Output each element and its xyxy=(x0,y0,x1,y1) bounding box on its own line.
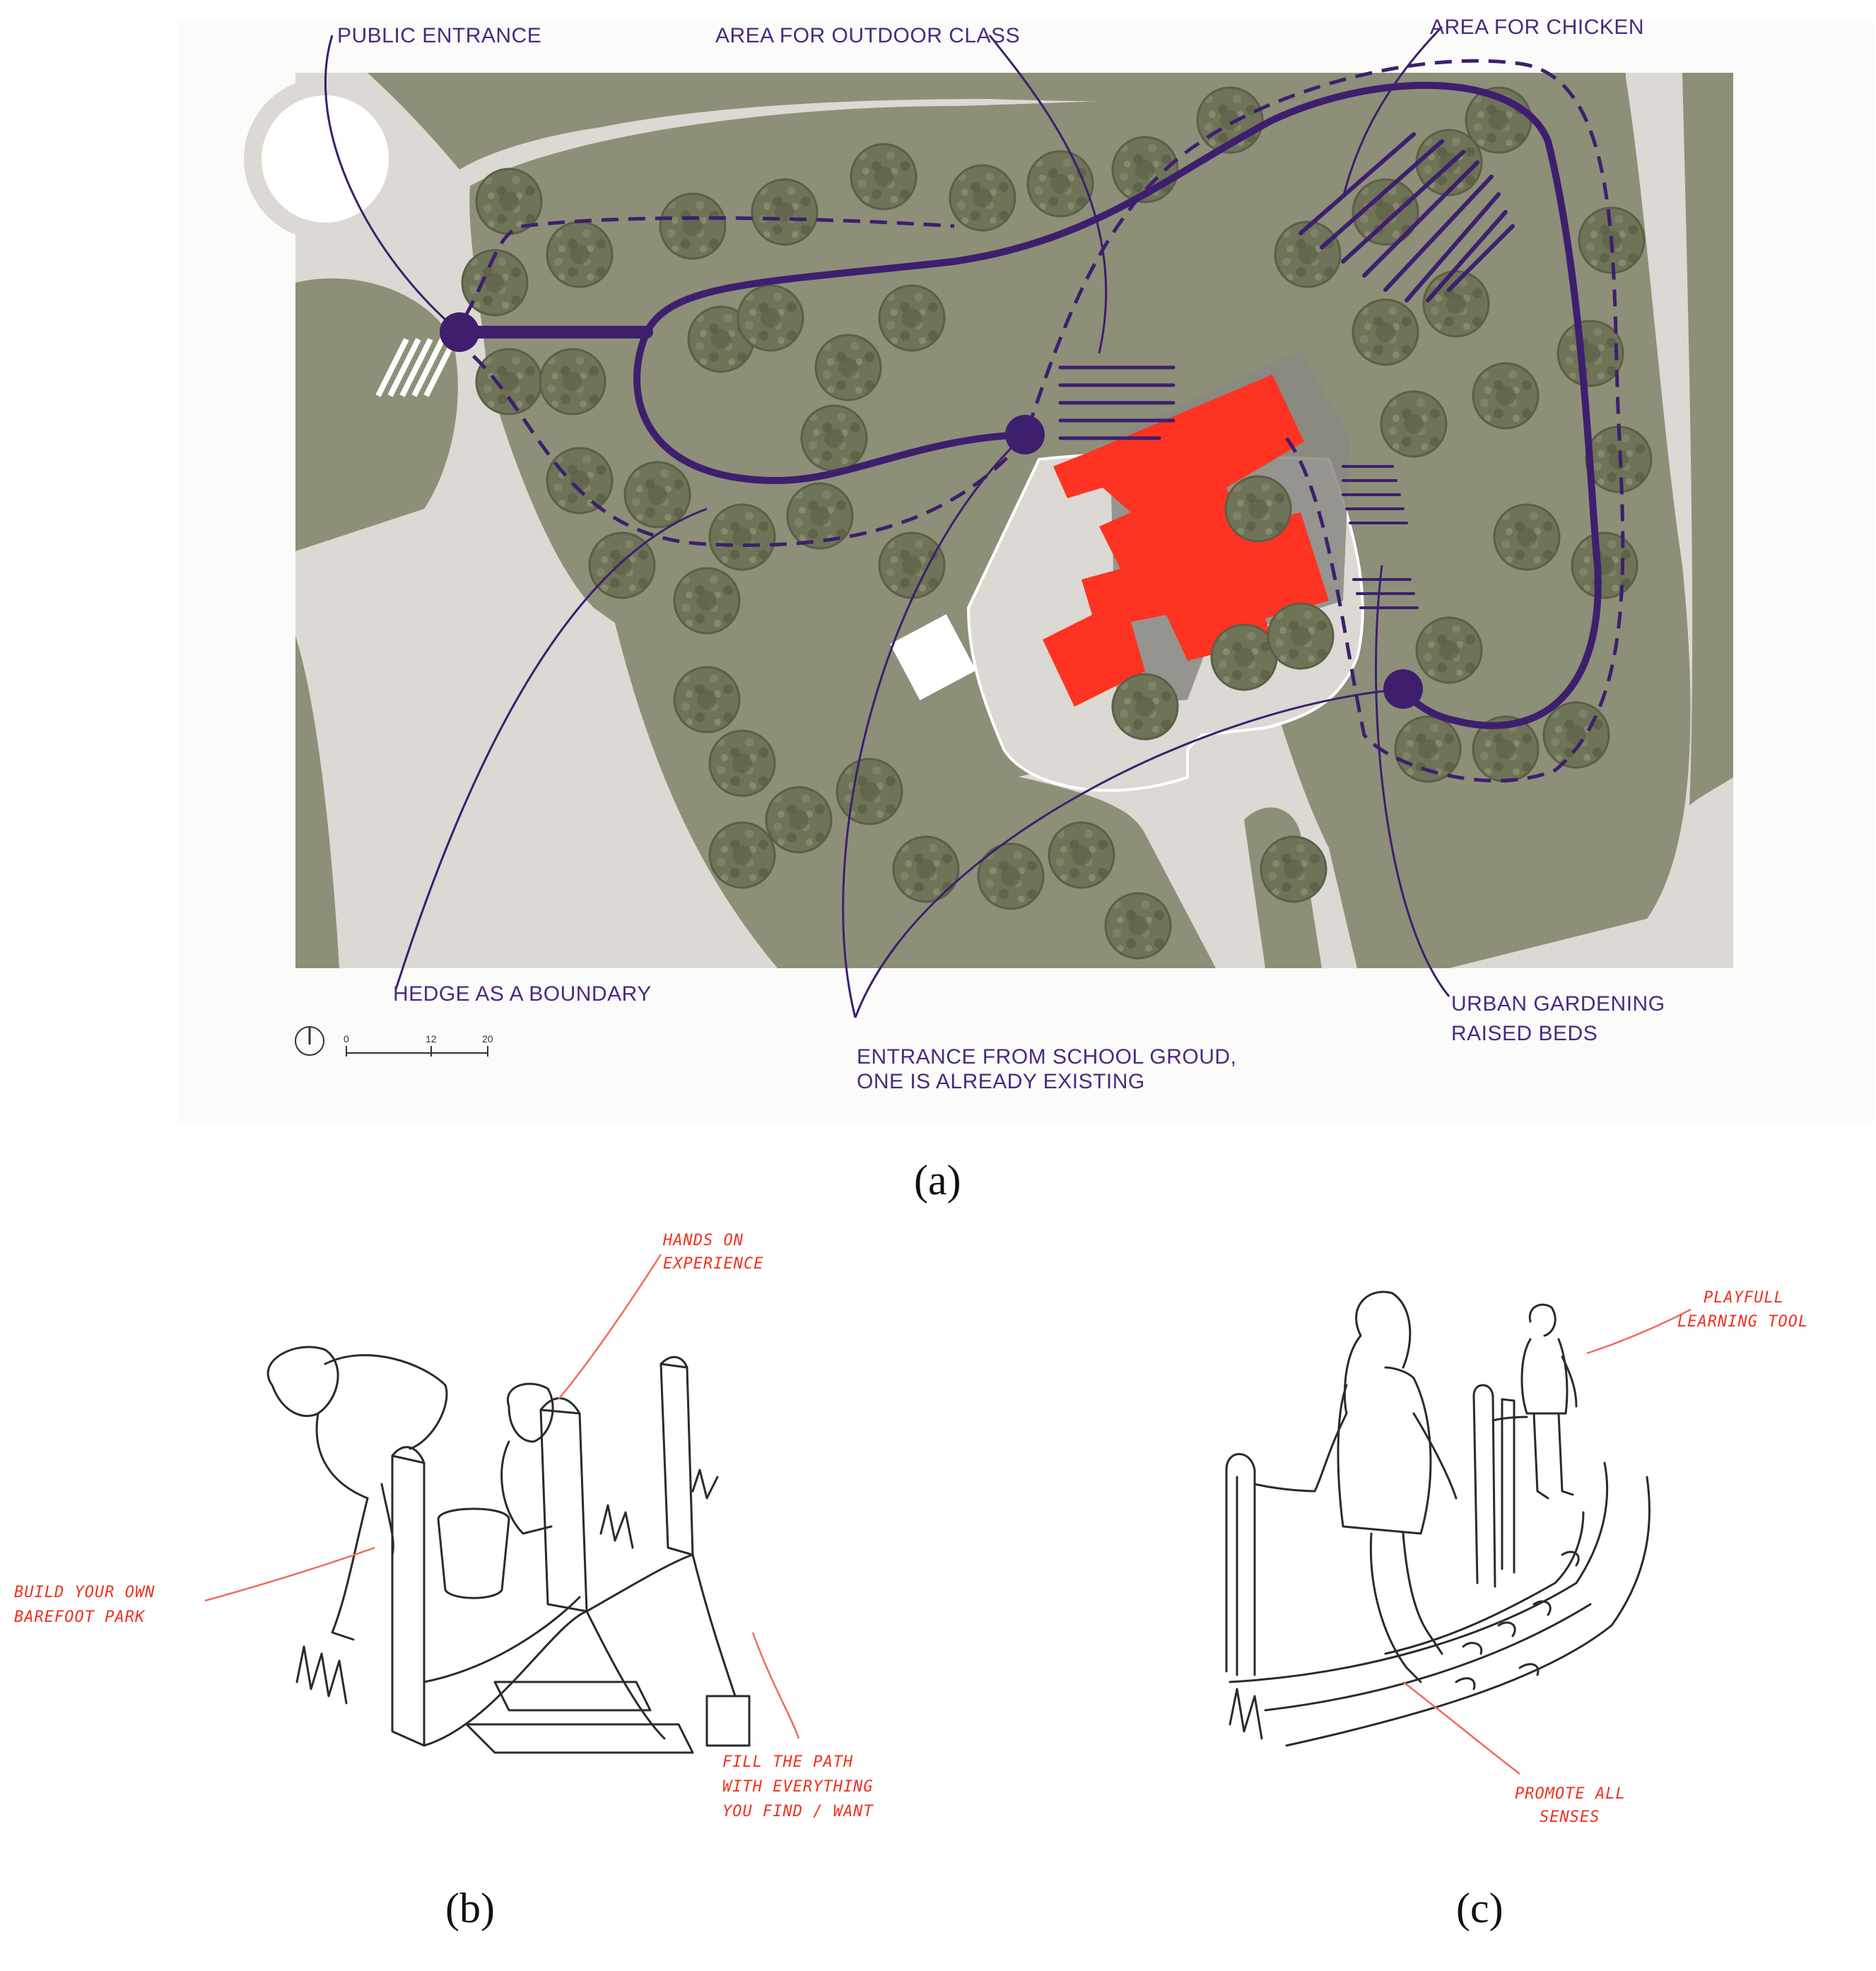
scale-tick-20: 20 xyxy=(482,1033,493,1045)
hedge-boundary-west xyxy=(450,216,955,341)
white-pavilion xyxy=(890,614,976,700)
child-figure xyxy=(506,1382,554,1443)
crosswalk xyxy=(375,338,457,397)
note-hands-on-line2: EXPERIENCE xyxy=(663,1255,763,1273)
label-public-entrance: PUBLIC ENTRANCE xyxy=(337,24,541,47)
north-arrow-icon xyxy=(295,1026,324,1056)
child-c-figure xyxy=(1528,1303,1557,1337)
chicken-area-hatch xyxy=(1298,132,1515,302)
scale-tick-0: 0 xyxy=(344,1033,349,1045)
note-playfull-line1: PLAYFULL xyxy=(1704,1289,1784,1307)
site-plan: PUBLIC ENTRANCE AREA FOR OUTDOOR CLASS A… xyxy=(178,16,1875,1204)
label-outdoor-class: AREA FOR OUTDOOR CLASS xyxy=(715,24,1020,47)
sketch-c xyxy=(1225,1290,1651,1747)
caption-b: (b) xyxy=(445,1885,495,1931)
note-build-line1: BUILD YOUR OWN xyxy=(14,1584,155,1601)
label-chicken-area: AREA FOR CHICKEN xyxy=(1430,16,1644,39)
caption-c: (c) xyxy=(1456,1885,1503,1931)
public-path-south xyxy=(633,329,1028,485)
leader-lines xyxy=(324,25,1450,1018)
scale-tick-12: 12 xyxy=(426,1033,437,1045)
sketch-b xyxy=(266,1346,751,1754)
hedge-boundary xyxy=(451,59,1625,783)
note-playfull-line2: LEARNING TOOL xyxy=(1677,1313,1808,1331)
post-middle xyxy=(539,1408,588,1613)
note-build-line2: BAREFOOT PARK xyxy=(14,1608,146,1626)
scale-bar: 0 12 20 xyxy=(344,1033,493,1057)
post-left xyxy=(391,1454,426,1747)
woman-figure xyxy=(1355,1290,1412,1369)
sketch-b-notes: HANDS ON EXPERIENCE BUILD YOUR OWN BAREF… xyxy=(14,1232,874,1820)
outdoor-class-hatch xyxy=(1058,365,1176,440)
note-hands-on-line1: HANDS ON xyxy=(662,1232,744,1249)
label-gardening-line1: URBAN GARDENING xyxy=(1451,992,1665,1016)
grass-east xyxy=(1682,73,1733,806)
label-gardening-line2: RAISED BEDS xyxy=(1451,1022,1597,1045)
post-right xyxy=(659,1363,694,1556)
label-school-entrance-line2: ONE IS ALREADY EXISTING xyxy=(857,1070,1145,1093)
adult-figure xyxy=(266,1346,339,1418)
public-path xyxy=(643,81,1602,729)
note-fill-line2: WITH EVERYTHING xyxy=(722,1778,874,1796)
note-promote-line1: PROMOTE ALL xyxy=(1515,1785,1626,1803)
school-building xyxy=(1043,375,1329,707)
raised-beds-hatch xyxy=(1342,465,1419,609)
label-school-entrance-line1: ENTRANCE FROM SCHOOL GROUD, xyxy=(857,1045,1236,1069)
note-fill-line1: FILL THE PATH xyxy=(722,1753,853,1771)
grass-north-strip xyxy=(368,73,1626,170)
grass-southwest-corner xyxy=(295,636,339,968)
caption-a: (a) xyxy=(914,1157,961,1204)
note-fill-line3: YOU FIND / WANT xyxy=(722,1803,874,1820)
label-hedge: HEDGE AS A BOUNDARY xyxy=(393,982,652,1006)
sketch-c-notes: PLAYFULL LEARNING TOOL PROMOTE ALL SENSE… xyxy=(1402,1289,1808,1826)
roundabout-island xyxy=(262,95,389,223)
note-promote-line2: SENSES xyxy=(1540,1808,1600,1826)
